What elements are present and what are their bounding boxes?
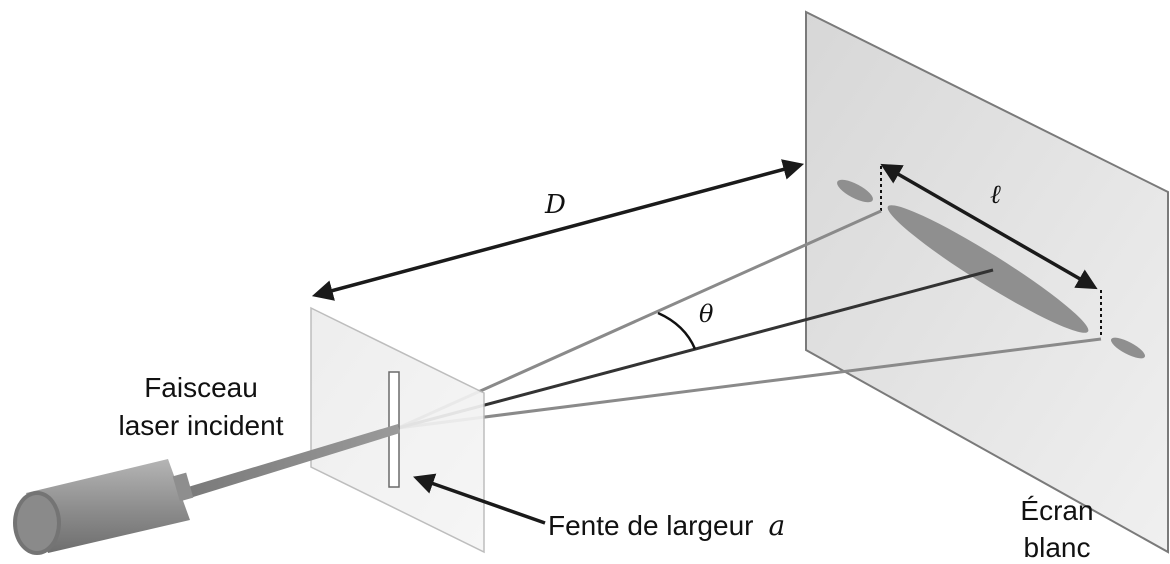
slit-label-text: Fente de largeur bbox=[548, 510, 753, 541]
laser-device bbox=[13, 459, 194, 555]
ray-central bbox=[397, 268, 994, 430]
slit-pointer-arrow bbox=[413, 473, 546, 525]
angle-label: θ bbox=[699, 300, 714, 328]
slit-label: Fente de largeur a bbox=[548, 509, 785, 542]
laser-beam bbox=[188, 424, 400, 498]
distance-label: D bbox=[544, 190, 566, 220]
width-arrow bbox=[880, 163, 1098, 290]
side-spot-left bbox=[837, 179, 873, 203]
side-spot-right bbox=[1110, 337, 1146, 359]
width-label: ℓ bbox=[990, 180, 1001, 210]
angle-arc bbox=[657, 311, 697, 350]
screen-label-line2: blanc bbox=[1024, 532, 1091, 563]
ray-lower bbox=[397, 337, 1102, 430]
distance-arrow bbox=[311, 159, 805, 301]
beam-label-line2: laser incident bbox=[119, 410, 284, 441]
screen-label-line1: Écran bbox=[1020, 495, 1093, 526]
slit-label-symbol: a bbox=[768, 509, 785, 542]
beam-label-line1: Faisceau bbox=[144, 372, 258, 403]
